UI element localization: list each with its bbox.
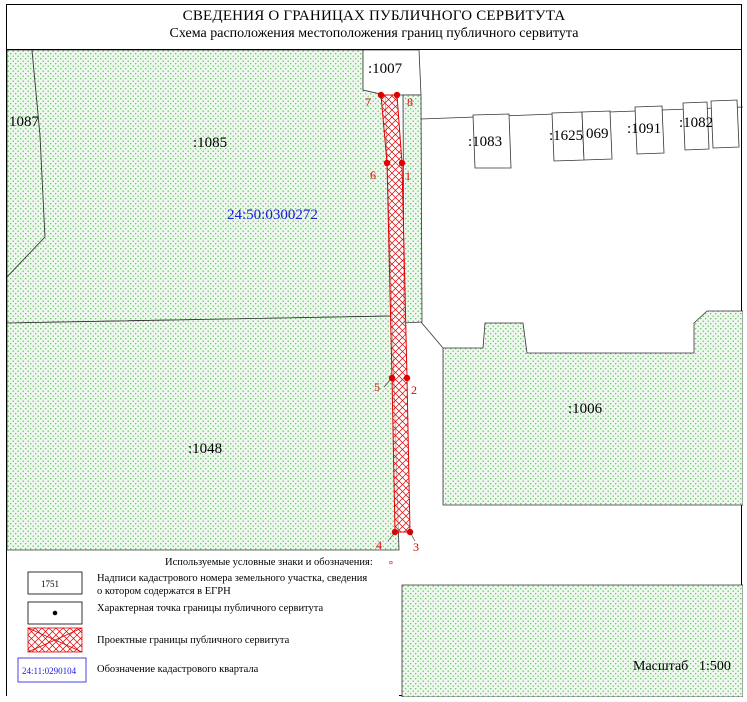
servitude-points: 1 2 3 4 5 6 7 8	[365, 91, 419, 554]
map-sheet: СВЕДЕНИЯ О ГРАНИЦАХ ПУБЛИЧНОГО СЕРВИТУТА…	[6, 4, 743, 697]
legend-item-quarter: Обозначение кадастрового квартала	[97, 664, 259, 675]
point-7-marker[interactable]	[377, 91, 385, 99]
legend-heading: Используемые условные знаки и обозначени…	[165, 557, 373, 568]
legend-item-servitude: Проектные границы публичного сервитута	[97, 635, 290, 646]
label-1082: :1082	[679, 115, 713, 131]
legend-item-parcel-line2: о котором содержатся в ЕГРН	[97, 586, 231, 597]
legend-sample-quarter-box	[17, 657, 87, 683]
cadastral-quarter-label: 24:50:0300272	[227, 207, 318, 223]
point-1-label: 1	[405, 169, 411, 183]
label-069: 069	[586, 126, 609, 142]
parcel-1082[interactable]	[710, 99, 740, 149]
legend-sample-quarter-number: 24:11:0290104	[22, 666, 77, 676]
cadastral-map[interactable]: :1007 1087 :1085 :1083 :1625 069 :1091 :…	[7, 5, 743, 697]
point-8-marker[interactable]	[393, 91, 401, 99]
parcel-069[interactable]	[581, 110, 613, 161]
legend-sample-parcel-box	[27, 571, 83, 595]
label-1625: :1625	[549, 128, 583, 144]
parcel-1097[interactable]	[682, 101, 710, 151]
point-1-marker[interactable]	[398, 159, 406, 167]
legend-point-icon	[52, 610, 58, 616]
parcel-1083[interactable]	[472, 113, 512, 169]
legend-sample-parcel-number: 1751	[41, 579, 59, 589]
point-5-label: 5	[374, 380, 380, 394]
sheet-title: СВЕДЕНИЯ О ГРАНИЦАХ ПУБЛИЧНОГО СЕРВИТУТА	[182, 8, 566, 24]
parcel-upper-right-strip[interactable]	[402, 94, 423, 324]
parcel-1085[interactable]	[7, 50, 393, 324]
point-7-label: 7	[365, 95, 371, 109]
legend: Используемые условные знаки и обозначени…	[7, 552, 399, 697]
label-1007: :1007	[368, 61, 403, 77]
label-1087: 1087	[9, 114, 40, 130]
parcel-1048[interactable]	[7, 315, 400, 551]
parcel-1006[interactable]	[442, 310, 743, 506]
legend-item-point: Характерная точка границы публичного сер…	[97, 603, 323, 614]
sheet-header: СВЕДЕНИЯ О ГРАНИЦАХ ПУБЛИЧНОГО СЕРВИТУТА…	[7, 5, 741, 50]
parcel-bottom-right[interactable]	[401, 584, 743, 697]
point-3-label: 3	[413, 540, 419, 554]
point-4-label: 4	[376, 538, 382, 552]
label-1083: :1083	[468, 134, 502, 150]
label-1006: :1006	[568, 401, 603, 417]
parcel-1091[interactable]	[634, 105, 665, 155]
point-2-marker[interactable]	[403, 374, 411, 382]
label-1085: :1085	[193, 135, 227, 151]
scale-label: Масштаб	[633, 659, 688, 674]
point-6-marker[interactable]	[383, 159, 391, 167]
label-1048: :1048	[188, 441, 222, 457]
point-2-label: 2	[411, 383, 417, 397]
point-8-label: 8	[407, 95, 413, 109]
map-layer	[7, 50, 743, 697]
label-1091: :1091	[627, 121, 661, 137]
point-6-label: 6	[370, 168, 376, 182]
sheet-subtitle: Схема расположения местоположения границ…	[169, 26, 579, 41]
scale-value: 1:500	[699, 659, 731, 674]
legend-item-parcel-line1: Надписи кадастрового номера земельного у…	[97, 573, 367, 584]
svg-text:¤: ¤	[389, 560, 393, 567]
